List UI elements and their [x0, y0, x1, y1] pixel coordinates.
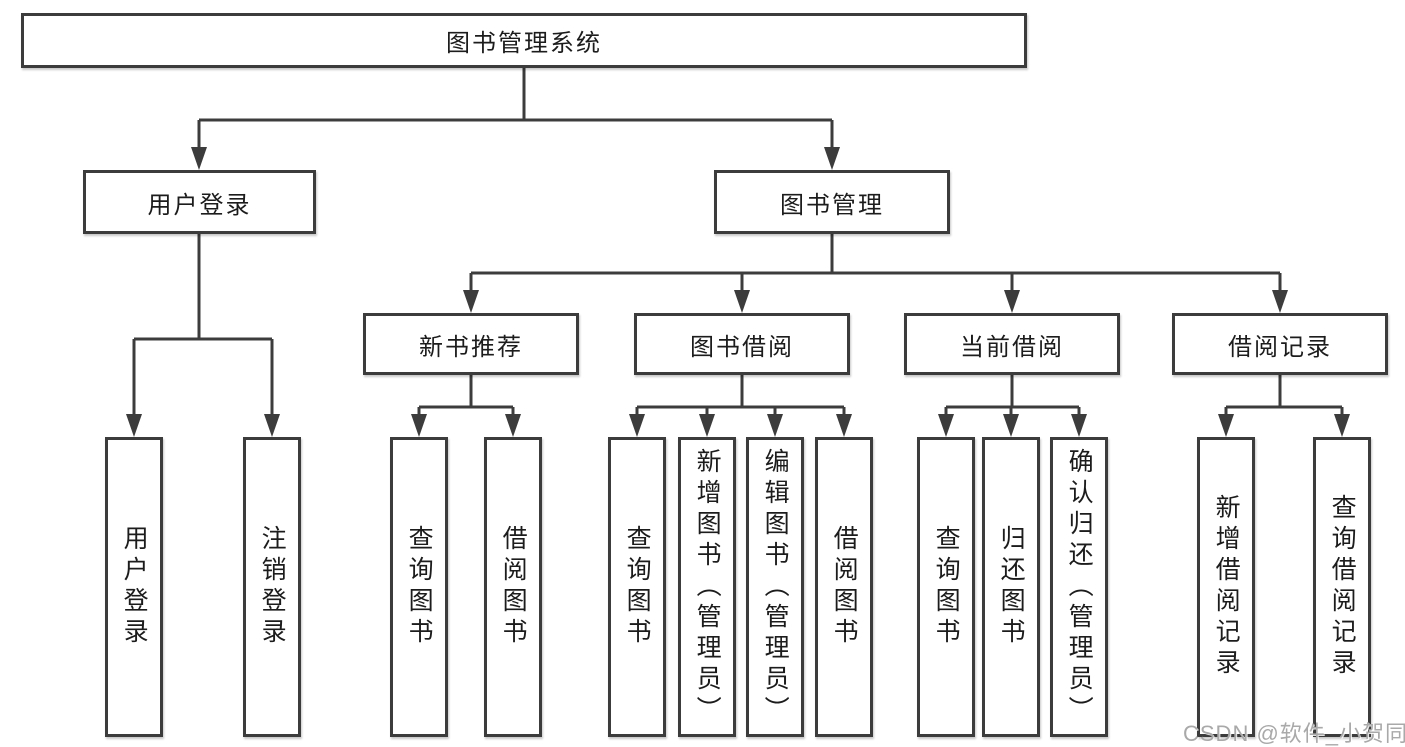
- watermark: CSDN @软件_小贺同学: [1183, 721, 1405, 746]
- node-label: 查询借阅记录: [1328, 494, 1357, 680]
- node-user-login: 用户登录: [83, 170, 316, 234]
- node-label: 确认归还（管理员）: [1065, 447, 1094, 727]
- leaf-user-login: 用户登录: [105, 437, 163, 737]
- leaf-add-book-admin: 新增图书（管理员）: [678, 437, 736, 737]
- node-book-borrowing: 图书借阅: [634, 313, 850, 375]
- node-label: 查询图书: [623, 525, 652, 649]
- leaf-logout: 注销登录: [243, 437, 301, 737]
- node-label: 归还图书: [997, 525, 1026, 649]
- node-label: 借阅图书: [499, 525, 528, 649]
- node-label: 图书管理: [780, 191, 884, 219]
- node-borrowing-records: 借阅记录: [1172, 313, 1388, 375]
- leaf-confirm-return-admin: 确认归还（管理员）: [1050, 437, 1108, 737]
- leaf-edit-book-admin: 编辑图书（管理员）: [746, 437, 804, 737]
- node-label: 新增图书（管理员）: [693, 447, 722, 727]
- leaf-query-books-borrow: 查询图书: [608, 437, 666, 737]
- node-book-management-system: 图书管理系统: [21, 13, 1027, 68]
- node-current-borrowing: 当前借阅: [904, 313, 1120, 375]
- node-label: 用户登录: [147, 191, 252, 219]
- leaf-query-books-recommend: 查询图书: [390, 437, 448, 737]
- leaf-query-borrow-record: 查询借阅记录: [1313, 437, 1371, 737]
- leaf-borrow-books-recommend: 借阅图书: [484, 437, 542, 737]
- node-book-management: 图书管理: [714, 170, 950, 234]
- node-label: 用户登录: [120, 525, 149, 649]
- node-label: 图书管理系统: [446, 30, 602, 57]
- node-label: 图书借阅: [690, 333, 794, 361]
- node-label: 新增借阅记录: [1212, 494, 1241, 680]
- node-label: 新书推荐: [419, 333, 523, 361]
- node-label: 查询图书: [932, 525, 961, 649]
- node-label: 借阅记录: [1228, 333, 1332, 361]
- node-new-book-recommend: 新书推荐: [363, 313, 579, 375]
- leaf-add-borrow-record: 新增借阅记录: [1197, 437, 1255, 737]
- leaf-borrow-books: 借阅图书: [815, 437, 873, 737]
- node-label: 借阅图书: [830, 525, 859, 649]
- leaf-return-book: 归还图书: [982, 437, 1040, 737]
- node-label: 当前借阅: [960, 333, 1064, 361]
- leaf-query-books-current: 查询图书: [917, 437, 975, 737]
- node-label: 编辑图书（管理员）: [761, 447, 790, 727]
- node-label: 查询图书: [405, 525, 434, 649]
- node-label: 注销登录: [258, 525, 287, 649]
